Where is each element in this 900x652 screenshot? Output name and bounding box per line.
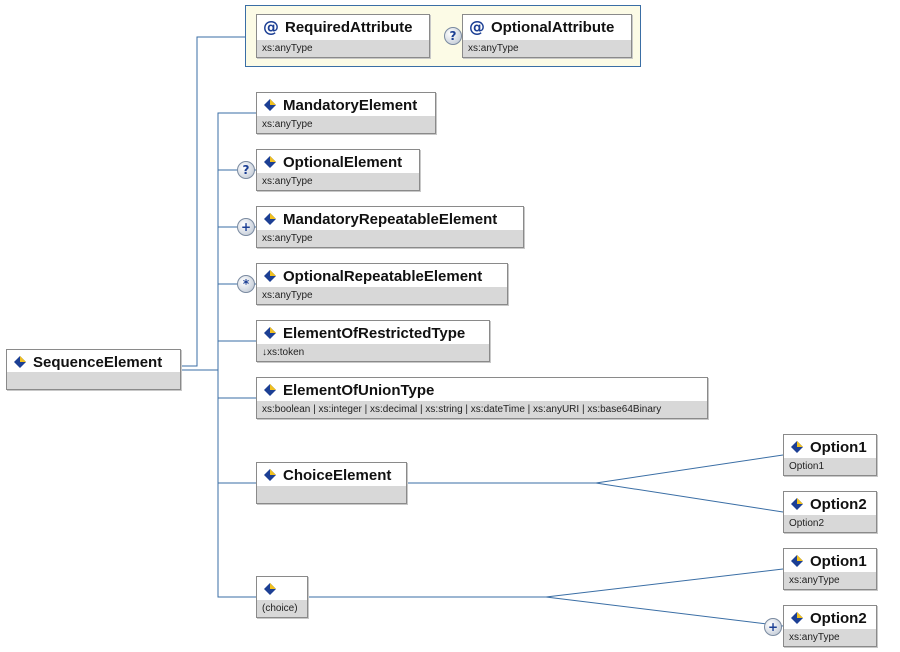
- node-name: Option1: [810, 552, 867, 570]
- node-type: xs:anyType: [257, 116, 435, 133]
- element-icon: [264, 469, 276, 481]
- anonymous-choice[interactable]: (choice): [256, 576, 308, 618]
- element-icon: [791, 441, 803, 453]
- node-type: xs:anyType: [257, 40, 429, 57]
- element-restricted-type[interactable]: ElementOfRestrictedType ↓xs:token: [256, 320, 490, 362]
- node-name: OptionalRepeatableElement: [283, 267, 483, 285]
- choice-element-option1[interactable]: Option1 Option1: [783, 434, 877, 476]
- repeatable-marker-icon: +: [237, 218, 255, 236]
- node-name: ElementOfUnionType: [283, 381, 435, 399]
- node-type: ↓xs:token: [257, 344, 489, 361]
- node-type: xs:anyType: [257, 230, 523, 247]
- node-type: Option1: [784, 458, 876, 475]
- element-mandatory-repeatable[interactable]: MandatoryRepeatableElement xs:anyType: [256, 206, 524, 248]
- choice-element-option2[interactable]: Option2 Option2: [783, 491, 877, 533]
- node-name: RequiredAttribute: [285, 18, 413, 36]
- node-type: (choice): [257, 600, 307, 617]
- anonymous-choice-option1[interactable]: Option1 xs:anyType: [783, 548, 877, 590]
- node-name: MandatoryElement: [283, 96, 418, 114]
- element-icon: [264, 327, 276, 339]
- node-name: OptionalElement: [283, 153, 403, 171]
- element-icon: [264, 99, 276, 111]
- element-icon: [264, 384, 276, 396]
- element-optional-repeatable[interactable]: OptionalRepeatableElement xs:anyType: [256, 263, 508, 305]
- node-type: [257, 486, 406, 503]
- element-icon: [264, 213, 276, 225]
- optional-marker-icon: ?: [237, 161, 255, 179]
- attribute-icon: @: [469, 17, 485, 36]
- attribute-icon: @: [263, 17, 279, 36]
- node-name: Option1: [810, 438, 867, 456]
- element-icon: [791, 498, 803, 510]
- element-icon: [791, 612, 803, 624]
- attribute-required[interactable]: @ RequiredAttribute xs:anyType: [256, 14, 430, 58]
- node-name: SequenceElement: [33, 353, 163, 371]
- root-sequence-element[interactable]: SequenceElement: [6, 349, 181, 390]
- element-icon: [264, 583, 276, 595]
- node-name: Option2: [810, 495, 867, 513]
- attribute-group: @ RequiredAttribute xs:anyType ? @ Optio…: [245, 5, 641, 67]
- node-type: Option2: [784, 515, 876, 532]
- element-mandatory[interactable]: MandatoryElement xs:anyType: [256, 92, 436, 134]
- node-name: ElementOfRestrictedType: [283, 324, 466, 342]
- node-name: MandatoryRepeatableElement: [283, 210, 498, 228]
- element-icon: [14, 356, 26, 368]
- optional-repeatable-marker-icon: *: [237, 275, 255, 293]
- element-union-type[interactable]: ElementOfUnionType xs:boolean | xs:integ…: [256, 377, 708, 419]
- repeatable-marker-icon: +: [764, 618, 782, 636]
- element-icon: [791, 555, 803, 567]
- element-optional[interactable]: OptionalElement xs:anyType: [256, 149, 420, 191]
- node-type: xs:anyType: [784, 629, 876, 646]
- element-choice[interactable]: ChoiceElement: [256, 462, 407, 504]
- element-icon: [264, 156, 276, 168]
- node-name: ChoiceElement: [283, 466, 392, 484]
- node-name: OptionalAttribute: [491, 18, 615, 36]
- node-type: xs:anyType: [463, 40, 631, 57]
- anonymous-choice-option2[interactable]: Option2 xs:anyType: [783, 605, 877, 647]
- node-type: xs:boolean | xs:integer | xs:decimal | x…: [257, 401, 707, 418]
- node-type: xs:anyType: [257, 173, 419, 190]
- node-type: xs:anyType: [784, 572, 876, 589]
- node-type: [7, 372, 180, 389]
- element-icon: [264, 270, 276, 282]
- node-type: xs:anyType: [257, 287, 507, 304]
- optional-marker-icon: ?: [444, 27, 462, 45]
- node-name: Option2: [810, 609, 867, 627]
- attribute-optional[interactable]: @ OptionalAttribute xs:anyType: [462, 14, 632, 58]
